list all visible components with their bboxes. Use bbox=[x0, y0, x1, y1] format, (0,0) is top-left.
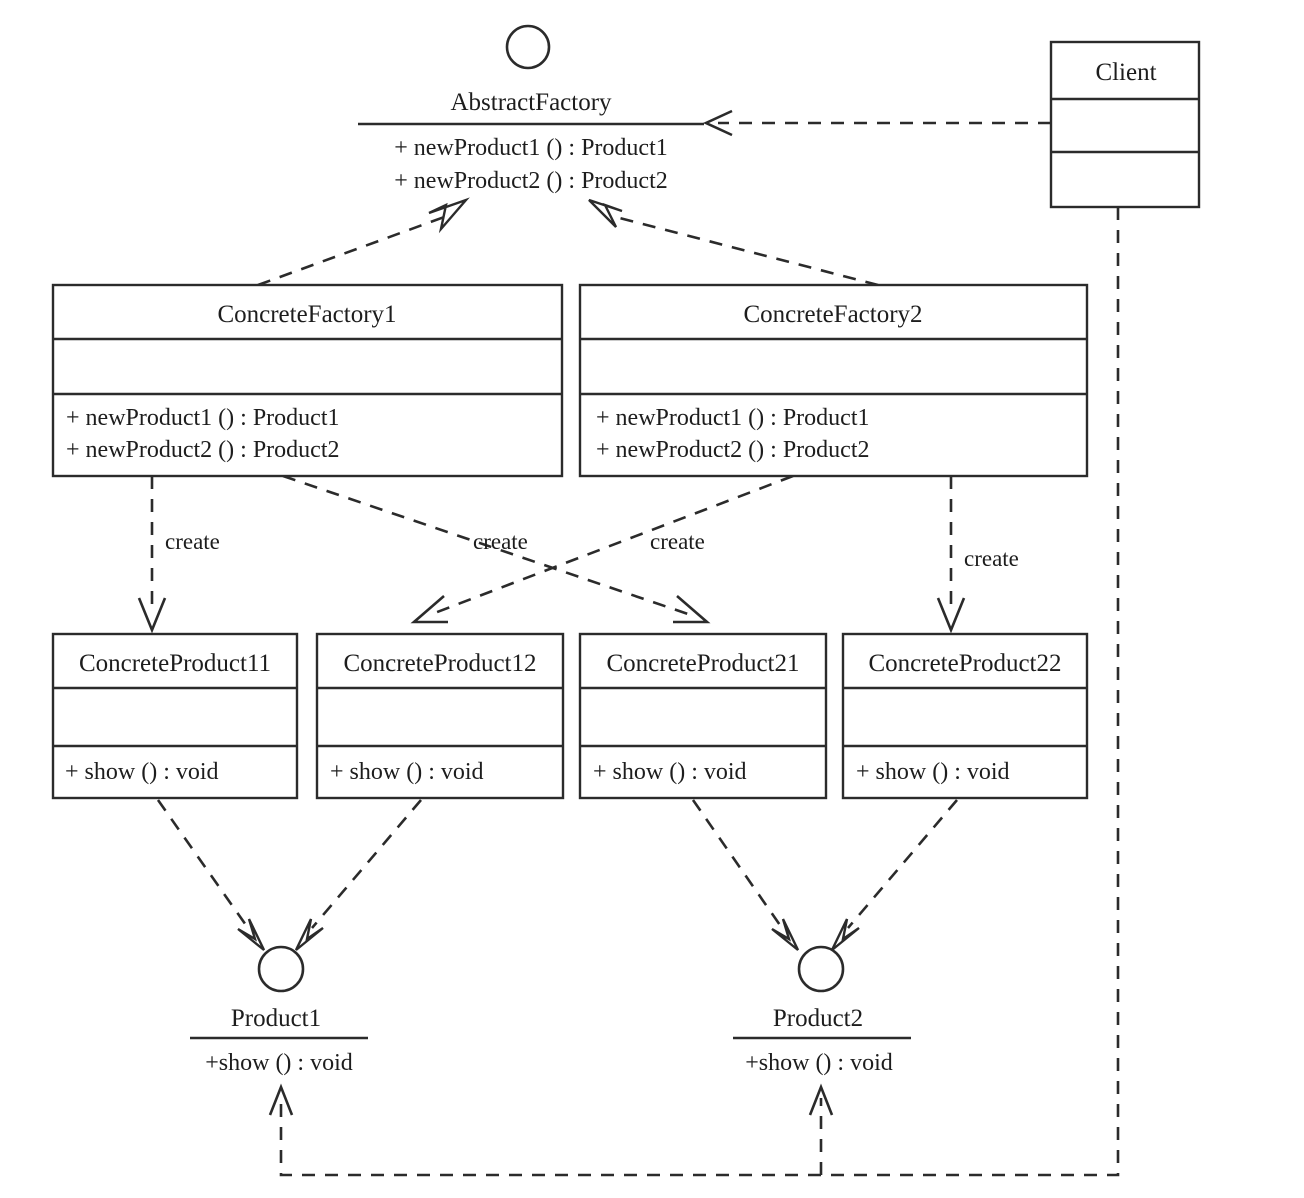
interface-abstractfactory-op-1: + newProduct2 () : Product2 bbox=[394, 168, 668, 194]
edge-concretefactory1-creates-concreteproduct11: create bbox=[137, 476, 220, 634]
edge-concretefactory1-creates-concreteproduct21: create bbox=[282, 474, 711, 624]
interface-product1[interactable]: Product1 +show () : void bbox=[190, 945, 368, 1076]
class-concretefactory2-name: ConcreteFactory2 bbox=[743, 301, 922, 328]
edge-label-create-4: create bbox=[964, 546, 1019, 571]
class-concretefactory2-op-1: + newProduct2 () : Product2 bbox=[596, 437, 870, 463]
class-client-frame bbox=[1049, 40, 1201, 209]
class-concreteproduct12-op-0: + show () : void bbox=[330, 759, 484, 785]
class-concreteproduct22-op-0: + show () : void bbox=[856, 759, 1010, 785]
edge-client-to-abstractfactory bbox=[702, 109, 1051, 137]
edge-concreteproduct21-realizes-product2 bbox=[691, 799, 800, 951]
class-concreteproduct22-frame bbox=[841, 632, 1089, 800]
class-concreteproduct21-name: ConcreteProduct21 bbox=[606, 650, 799, 677]
interface-product2-op-0: +show () : void bbox=[745, 1050, 893, 1076]
class-client[interactable]: Client bbox=[1049, 40, 1201, 209]
class-concreteproduct12[interactable]: ConcreteProduct12 + show () : void bbox=[315, 632, 565, 800]
interface-abstractfactory-op-0: + newProduct1 () : Product1 bbox=[394, 135, 668, 161]
interface-product1-op-0: +show () : void bbox=[205, 1050, 353, 1076]
class-concreteproduct21-op-0: + show () : void bbox=[593, 759, 747, 785]
interface-product1-lollipop-icon bbox=[257, 945, 305, 993]
class-concretefactory1-op-1: + newProduct2 () : Product2 bbox=[66, 437, 340, 463]
interface-lollipop-icon bbox=[505, 24, 551, 70]
interface-product2-name: Product2 bbox=[773, 1005, 863, 1032]
edge-label-create-2: create bbox=[473, 529, 528, 554]
class-concretefactory2[interactable]: ConcreteFactory2 + newProduct1 () : Prod… bbox=[578, 283, 1089, 478]
class-client-name: Client bbox=[1095, 59, 1156, 86]
class-concreteproduct21[interactable]: ConcreteProduct21 + show () : void bbox=[578, 632, 828, 800]
class-concretefactory1-name: ConcreteFactory1 bbox=[217, 301, 396, 328]
class-concreteproduct12-name: ConcreteProduct12 bbox=[343, 650, 536, 677]
edge-concretefactory1-realizes-abstractfactory bbox=[257, 197, 470, 287]
edge-label-create-1: create bbox=[165, 529, 220, 554]
edge-concreteproduct11-realizes-product1 bbox=[156, 799, 266, 951]
class-concreteproduct11-frame bbox=[51, 632, 299, 800]
class-concreteproduct12-frame bbox=[315, 632, 565, 800]
interface-abstractfactory-name: AbstractFactory bbox=[450, 89, 612, 116]
class-concretefactory1[interactable]: ConcreteFactory1 + newProduct1 () : Prod… bbox=[51, 283, 564, 478]
class-concretefactory1-op-0: + newProduct1 () : Product1 bbox=[66, 405, 340, 431]
interface-product2[interactable]: Product2 +show () : void bbox=[733, 945, 911, 1076]
class-concreteproduct11-name: ConcreteProduct11 bbox=[79, 650, 271, 677]
class-concreteproduct21-frame bbox=[578, 632, 828, 800]
class-concreteproduct11-op-0: + show () : void bbox=[65, 759, 219, 785]
class-concreteproduct11[interactable]: ConcreteProduct11 + show () : void bbox=[51, 632, 299, 800]
interface-product2-lollipop-icon bbox=[797, 945, 845, 993]
interface-product1-name: Product1 bbox=[231, 1005, 321, 1032]
class-concreteproduct22[interactable]: ConcreteProduct22 + show () : void bbox=[841, 632, 1089, 800]
class-concreteproduct22-name: ConcreteProduct22 bbox=[868, 650, 1061, 677]
class-concretefactory2-frame bbox=[578, 283, 1089, 478]
edge-client-to-products bbox=[268, 207, 1120, 1177]
edge-concretefactory2-realizes-abstractfactory bbox=[588, 198, 879, 287]
interface-abstractfactory[interactable]: AbstractFactory + newProduct1 () : Produ… bbox=[358, 24, 704, 194]
edge-concretefactory2-creates-concreteproduct12: create bbox=[410, 474, 794, 624]
class-concretefactory1-frame bbox=[51, 283, 564, 478]
class-concretefactory2-op-0: + newProduct1 () : Product1 bbox=[596, 405, 870, 431]
edge-label-create-3: create bbox=[650, 529, 705, 554]
edge-concretefactory2-creates-concreteproduct22: create bbox=[936, 476, 1019, 634]
edge-concreteproduct22-realizes-product2 bbox=[830, 799, 958, 951]
edge-concreteproduct12-realizes-product1 bbox=[294, 799, 422, 951]
